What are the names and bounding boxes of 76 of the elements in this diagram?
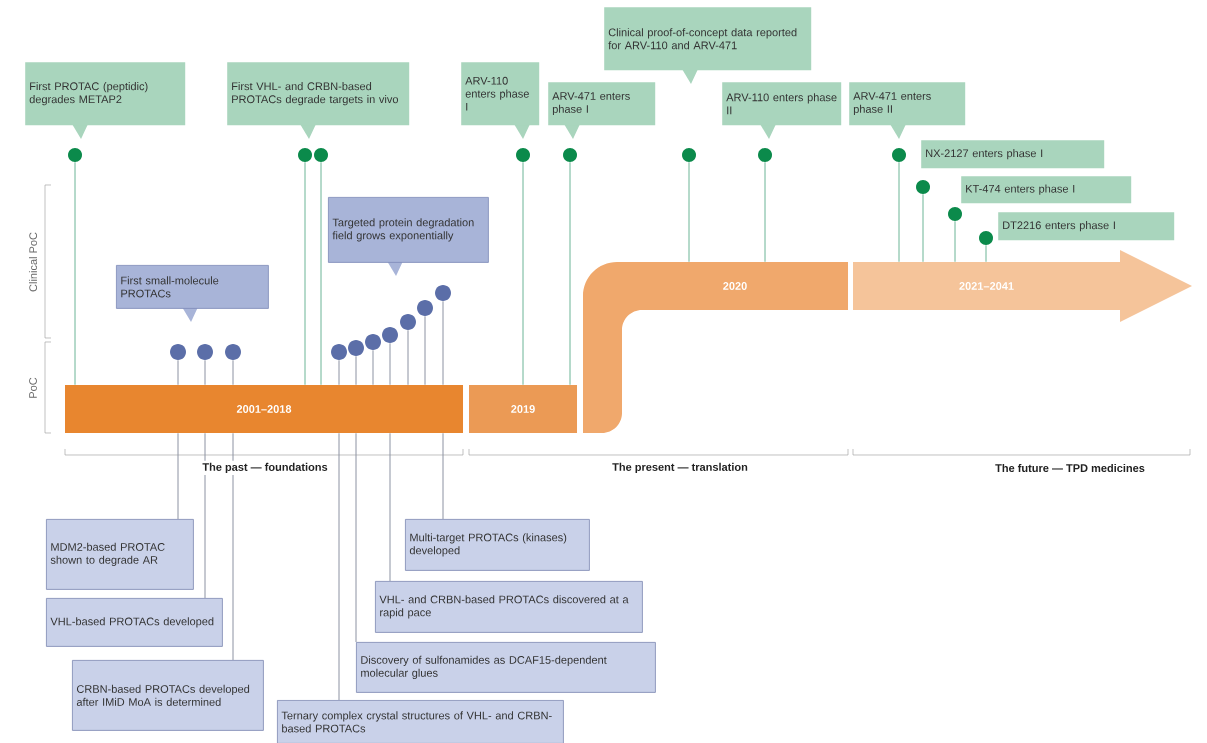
- pin-dot: [948, 207, 962, 221]
- callout-box: Clinical proof-of-concept data reported for ARV-110 and ARV-471: [604, 7, 812, 84]
- connector-line: [177, 359, 179, 386]
- pin-dot: [682, 148, 696, 162]
- connector-line: [355, 355, 357, 386]
- pin-dot: [892, 148, 906, 162]
- callout-box: ARV-110 enters phase I: [461, 62, 540, 139]
- callout-box: NX-2127 enters phase I: [921, 140, 1105, 169]
- connector-line: [985, 244, 987, 263]
- connector-line: [320, 161, 322, 386]
- connector-line: [407, 329, 409, 386]
- connector-line: [522, 161, 524, 386]
- timeline-bar: 2019: [469, 385, 577, 433]
- callout-box: First small-molecule PROTACs: [116, 265, 269, 322]
- connector-line: [922, 193, 924, 263]
- connector-line: [954, 220, 956, 263]
- pin-dot: [435, 285, 451, 301]
- connector-line: [338, 432, 340, 701]
- event-box: VHL-based PROTACs developed: [46, 598, 223, 647]
- section-label: The past — foundations: [200, 460, 330, 476]
- connector-line: [232, 359, 234, 386]
- pin-dot: [331, 344, 347, 360]
- callout-box: KT-474 enters phase I: [961, 176, 1132, 204]
- callout-box: ARV-110 enters phase II: [722, 82, 842, 139]
- connector-line: [74, 161, 76, 386]
- connector-line: [372, 349, 374, 386]
- pin-dot: [225, 344, 241, 360]
- pin-dot: [417, 300, 433, 316]
- connector-line: [338, 359, 340, 386]
- connector-line: [442, 300, 444, 386]
- pin-dot: [170, 344, 186, 360]
- pin-dot: [197, 344, 213, 360]
- connector-line: [764, 161, 766, 263]
- connector-line: [355, 432, 357, 643]
- pin-dot: [400, 314, 416, 330]
- event-box: Multi-target PROTACs (kinases) developed: [405, 519, 590, 571]
- timeline-step: 2020: [583, 262, 848, 433]
- event-box: Discovery of sulfonamides as DCAF15-dependent molecular glues: [356, 642, 656, 693]
- pin-dot: [365, 334, 381, 350]
- connector-line: [424, 315, 426, 386]
- event-box: MDM2-based PROTAC shown to degrade AR: [46, 519, 194, 590]
- timeline-bar: 2001–2018: [65, 385, 463, 433]
- callout-box: Targeted protein degradation field grows exponentially: [328, 197, 489, 276]
- pin-dot: [516, 148, 530, 162]
- pin-dot: [979, 231, 993, 245]
- connector-line: [688, 161, 690, 263]
- pin-dot: [68, 148, 82, 162]
- axis-label: Clinical PoC: [28, 232, 38, 292]
- pin-dot: [382, 327, 398, 343]
- connector-line: [304, 161, 306, 386]
- section-label: The present — translation: [610, 460, 750, 476]
- connector-line: [442, 432, 444, 520]
- callout-box: ARV-471 enters phase I: [548, 82, 656, 139]
- connector-line: [389, 342, 391, 386]
- pin-dot: [348, 340, 364, 356]
- connector-line: [569, 161, 571, 386]
- connector-line: [177, 432, 179, 520]
- section-label: The future — TPD medicines: [993, 461, 1147, 475]
- pin-dot: [758, 148, 772, 162]
- callout-box: First PROTAC (peptidic) degrades METAP2: [25, 62, 186, 139]
- event-box: CRBN-based PROTACs developed after IMiD MoA is determined: [72, 660, 264, 731]
- event-box: VHL- and CRBN-based PROTACs discovered at a rapid pace: [375, 581, 643, 633]
- pin-dot: [916, 180, 930, 194]
- callout-box: ARV-471 enters phase II: [849, 82, 966, 139]
- event-box: Ternary complex crystal structures of VHL- and CRBN-based PROTACs: [277, 700, 564, 743]
- axis-label: PoC: [29, 377, 37, 398]
- connector-line: [204, 432, 206, 599]
- connector-line: [898, 161, 900, 263]
- connector-line: [204, 359, 206, 386]
- pin-dot: [314, 148, 328, 162]
- callout-box: DT2216 enters phase I: [998, 212, 1175, 241]
- callout-box: First VHL- and CRBN-based PROTACs degrade targets in vivo: [227, 62, 410, 139]
- connector-line: [389, 432, 391, 582]
- connector-line: [232, 432, 234, 661]
- pin-dot: [298, 148, 312, 162]
- pin-dot: [563, 148, 577, 162]
